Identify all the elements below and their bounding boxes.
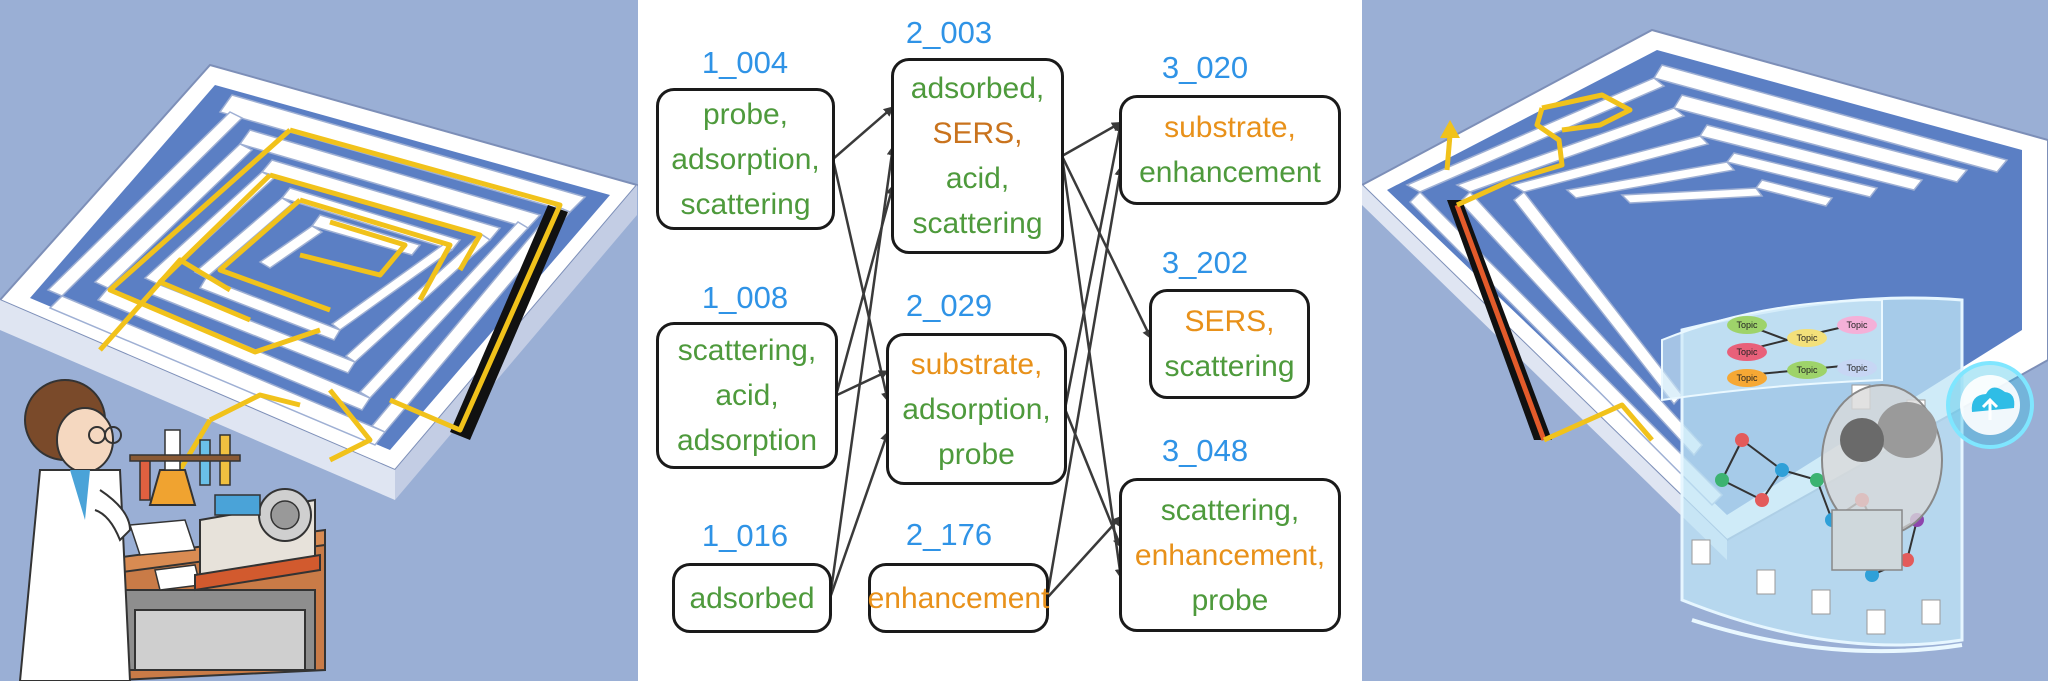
- topic-term: enhancement: [1139, 156, 1321, 189]
- topic-map-icon: Topic Topic Topic Topic Topic Topic Topi…: [1661, 298, 1883, 402]
- node-id-1_016: 1_016: [701, 518, 789, 553]
- node-id-3_020: 3_020: [1161, 50, 1249, 85]
- node-id-3_202: 3_202: [1161, 245, 1249, 280]
- topic-bubble: Topic: [1796, 333, 1818, 343]
- topic-term: scattering,: [1160, 493, 1300, 527]
- topic-term: adsorbed,: [910, 72, 1045, 105]
- edge-arrow-2_003-to-3_020: [1061, 121, 1122, 158]
- edge-arrow-1_008-to-2_029: [835, 369, 889, 397]
- edge-arrow-2_176-to-3_020: [1045, 165, 1125, 599]
- topic-term: probe: [1191, 583, 1269, 617]
- node-id-2_003: 2_003: [905, 15, 993, 50]
- node-id-1_004: 1_004: [701, 45, 789, 80]
- topic-bubble: Topic: [1736, 320, 1758, 330]
- edge-arrow-2_029-to-3_020: [1063, 121, 1125, 410]
- topic-term: scattering: [1164, 350, 1295, 383]
- scientist-icon: [18, 379, 326, 681]
- topic-bubble: Topic: [1736, 373, 1758, 383]
- node-id-2_029: 2_029: [905, 288, 993, 323]
- edge-arrow-1_016-to-2_029: [828, 430, 890, 599]
- topic-term: substrate,: [910, 347, 1043, 381]
- topic-bubble: Topic: [1846, 320, 1868, 330]
- topic-evolution-diagram: 1_004 probe, adsorption, scattering 1_00…: [638, 0, 1362, 681]
- topic-term: adsorbed: [689, 581, 815, 615]
- left-illustration-panel: [0, 0, 638, 681]
- topic-node-3_202[interactable]: SERS, scattering: [1149, 289, 1310, 399]
- edge-layer: [828, 106, 1153, 599]
- topic-node-2_003[interactable]: adsorbed, SERS, acid, scattering: [891, 58, 1064, 254]
- edge-arrow-1_004-to-2_003: [832, 106, 894, 160]
- maze-left-icon: [0, 63, 638, 500]
- topic-term: SERS,: [932, 117, 1023, 150]
- topic-bubble: Topic: [1846, 363, 1868, 373]
- edge-arrow-2_176-to-3_048: [1046, 515, 1122, 599]
- topic-term: enhancement: [867, 581, 1050, 615]
- topic-bubble: Topic: [1736, 347, 1758, 357]
- topic-term: adsorption,: [902, 392, 1051, 426]
- topic-term: probe,: [702, 97, 789, 131]
- cloud-upload-icon: [1946, 361, 2034, 449]
- topic-term: scattering: [680, 187, 811, 221]
- topic-term: scattering: [912, 207, 1043, 240]
- right-illustration-panel: Topic Topic Topic Topic Topic Topic Topi…: [1362, 0, 2048, 681]
- topic-term: SERS,: [1184, 305, 1275, 338]
- ai-head-icon: [1821, 384, 1943, 571]
- topic-node-2_176[interactable]: enhancement: [868, 563, 1049, 633]
- topic-term: acid,: [945, 162, 1010, 195]
- node-id-2_176: 2_176: [905, 517, 993, 552]
- topic-bubble: Topic: [1796, 365, 1818, 375]
- topic-node-2_029[interactable]: substrate, adsorption, probe: [886, 333, 1067, 485]
- topic-term: substrate,: [1164, 111, 1296, 144]
- topic-term: probe: [938, 437, 1015, 471]
- edge-arrow-2_003-to-3_048: [1060, 155, 1125, 580]
- node-id-1_008: 1_008: [701, 280, 789, 315]
- topic-term: adsorption,: [671, 142, 820, 176]
- topic-term: acid,: [715, 379, 779, 412]
- topic-node-1_016[interactable]: adsorbed: [672, 563, 832, 633]
- topic-node-3_020[interactable]: substrate, enhancement: [1119, 95, 1341, 205]
- edge-arrow-1_016-to-2_003: [828, 145, 897, 599]
- topic-node-1_004[interactable]: probe, adsorption, scattering: [656, 88, 835, 230]
- topic-node-3_048[interactable]: scattering, enhancement, probe: [1119, 478, 1341, 632]
- topic-term: enhancement,: [1134, 538, 1326, 572]
- edge-arrow-1_004-to-2_029: [831, 158, 891, 403]
- topic-term: scattering,: [677, 334, 817, 367]
- node-id-3_048: 3_048: [1161, 433, 1249, 468]
- lab-equipment-icon: [129, 429, 321, 592]
- topic-node-1_008[interactable]: scattering, acid, adsorption: [656, 322, 838, 469]
- topic-term: adsorption: [676, 424, 818, 457]
